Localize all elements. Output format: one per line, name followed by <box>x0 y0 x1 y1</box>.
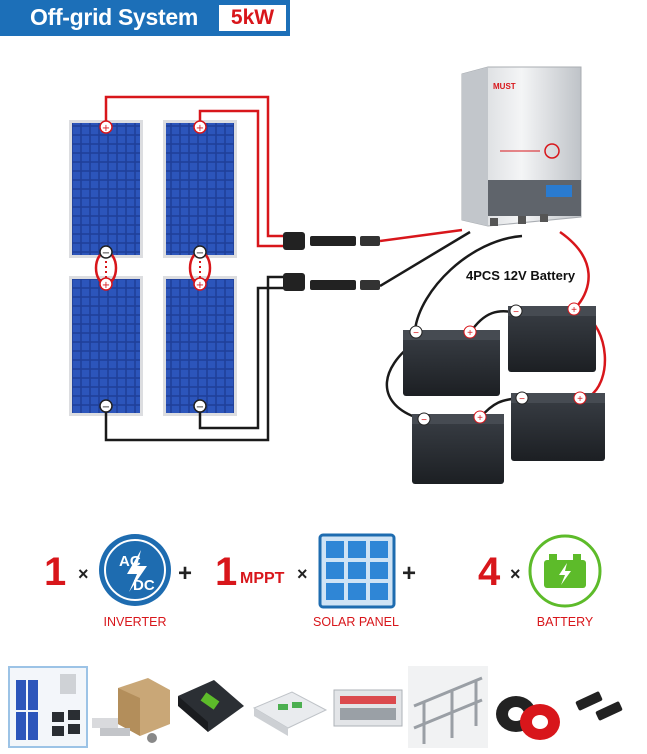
times-sign-2: × <box>297 564 308 584</box>
battery-4: − + <box>511 391 605 461</box>
svg-text:+: + <box>467 328 473 339</box>
page-title: Off-grid System <box>30 4 199 30</box>
svg-text:−: − <box>196 248 204 259</box>
pv-positive-wires <box>104 95 463 248</box>
plus-sign-2: + <box>402 560 417 587</box>
svg-text:−: − <box>102 402 110 413</box>
svg-text:+: + <box>196 123 204 134</box>
plus-sign-1: + <box>178 560 193 587</box>
svg-text:+: + <box>196 280 204 291</box>
pv-negative-wires <box>104 230 471 442</box>
distribution-box-photo <box>333 689 403 727</box>
mppt-quantity: 1 <box>215 550 238 594</box>
solar-panel-bottom-right <box>163 276 237 416</box>
inverter-brand-label: MUST <box>493 82 516 91</box>
mc4-connector-negative <box>283 273 380 291</box>
ac-dc-icon: AC DC <box>99 534 171 606</box>
solar-panel-caption: SOLAR PANEL <box>313 615 399 629</box>
power-rating-badge: 5kW <box>219 5 286 31</box>
battery-caption: BATTERY <box>536 615 594 629</box>
system-photo <box>8 666 88 748</box>
mounting-kit-photo <box>92 678 170 743</box>
dc-label: DC <box>133 577 155 594</box>
solar-panel-top-left <box>69 120 143 258</box>
svg-text:−: − <box>421 415 427 426</box>
svg-text:+: + <box>571 305 577 316</box>
times-sign-3: × <box>510 564 521 584</box>
svg-text:+: + <box>102 123 110 134</box>
battery-icon <box>528 534 602 608</box>
wiring-diagram: MUST − + − + − + − + + + <box>69 66 607 484</box>
solar-panel-bottom-left <box>69 276 143 416</box>
solar-panel-icon <box>318 533 396 609</box>
battery-1: − + <box>403 325 500 396</box>
battery-2: − + <box>508 302 596 372</box>
combiner-box-photo <box>252 691 328 736</box>
inverter-caption: INVERTER <box>103 615 167 629</box>
times-sign-1: × <box>78 564 89 584</box>
mc4-connector-photo <box>575 691 623 721</box>
svg-text:−: − <box>102 248 110 259</box>
svg-text:−: − <box>513 307 519 318</box>
mounting-rack-photo <box>408 666 488 748</box>
panel-terminals: + + − − + + − − <box>99 120 207 413</box>
svg-text:+: + <box>477 413 483 424</box>
ac-label: AC <box>119 553 141 570</box>
solar-panel-top-right <box>163 120 237 258</box>
battery-quantity: 4 <box>478 550 501 594</box>
battery-count-label: 4PCS 12V Battery <box>466 268 576 283</box>
svg-text:−: − <box>519 394 525 405</box>
svg-text:+: + <box>102 280 110 291</box>
battery-3: − + <box>412 410 504 484</box>
inverter-unit: MUST <box>461 66 582 227</box>
pv-cable-photo <box>496 696 560 740</box>
svg-text:−: − <box>196 402 204 413</box>
mc4-connector-positive <box>283 232 380 250</box>
svg-text:−: − <box>413 328 419 339</box>
mppt-label: MPPT <box>240 570 285 587</box>
inverter-photo <box>178 680 244 732</box>
svg-text:+: + <box>577 394 583 405</box>
inverter-quantity: 1 <box>44 550 67 594</box>
